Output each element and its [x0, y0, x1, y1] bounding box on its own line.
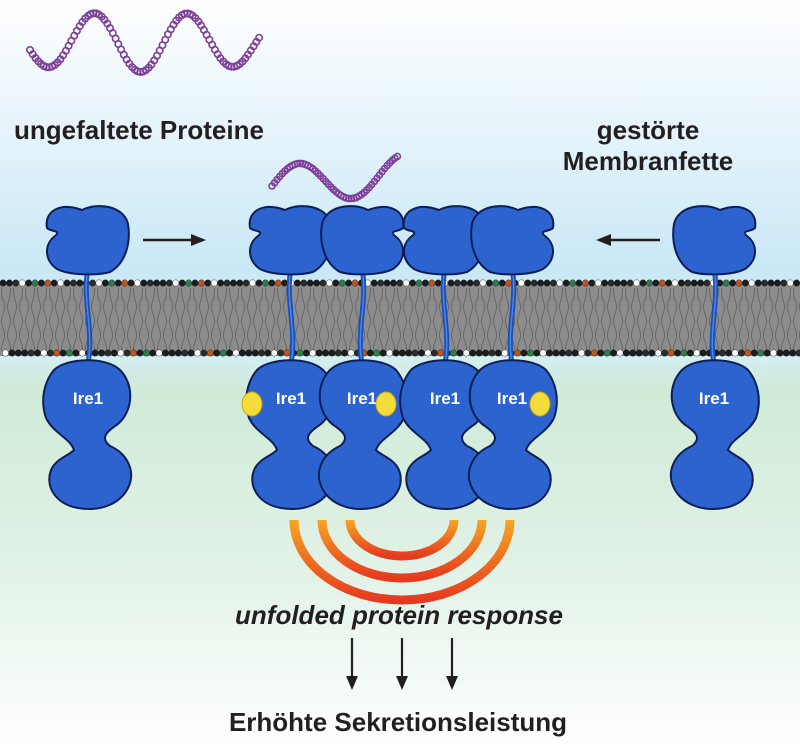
arrow-left-icon [596, 234, 660, 246]
ire1-dimer-a-left: Ire1 [245, 205, 336, 511]
protein-label: Ire1 [699, 389, 729, 408]
ire1-dimer-a-right: Ire1 [317, 205, 408, 511]
protein-label: Ire1 [497, 389, 527, 408]
label-membrane-lipids-2: Membranfette [563, 146, 733, 176]
label-unfolded-proteins: ungefaltete Proteine [14, 115, 264, 145]
protein-label: Ire1 [276, 389, 306, 408]
protein-label: Ire1 [347, 389, 377, 408]
label-membrane-lipids-1: gestörte [597, 115, 700, 145]
ire1-monomer-right: Ire1 [669, 205, 760, 511]
label-result: Erhöhte Sekretionsleistung [229, 707, 567, 737]
polypeptide-bound [268, 152, 402, 203]
er-membrane [0, 279, 800, 357]
arrow-right-icon [143, 234, 206, 246]
ire1-dimer-b-right: Ire1 [467, 205, 558, 511]
signal-arc-icon [289, 519, 515, 605]
arrow-down-icon [346, 638, 458, 690]
ire1-dimer-b-left: Ire1 [399, 205, 490, 511]
polypeptide-icon [25, 9, 264, 77]
label-upr: unfolded protein response [235, 600, 563, 630]
ire1-monomer-left: Ire1 [42, 205, 133, 511]
protein-label: Ire1 [430, 389, 460, 408]
protein-label: Ire1 [73, 389, 103, 408]
phosphate-icon [241, 391, 551, 417]
